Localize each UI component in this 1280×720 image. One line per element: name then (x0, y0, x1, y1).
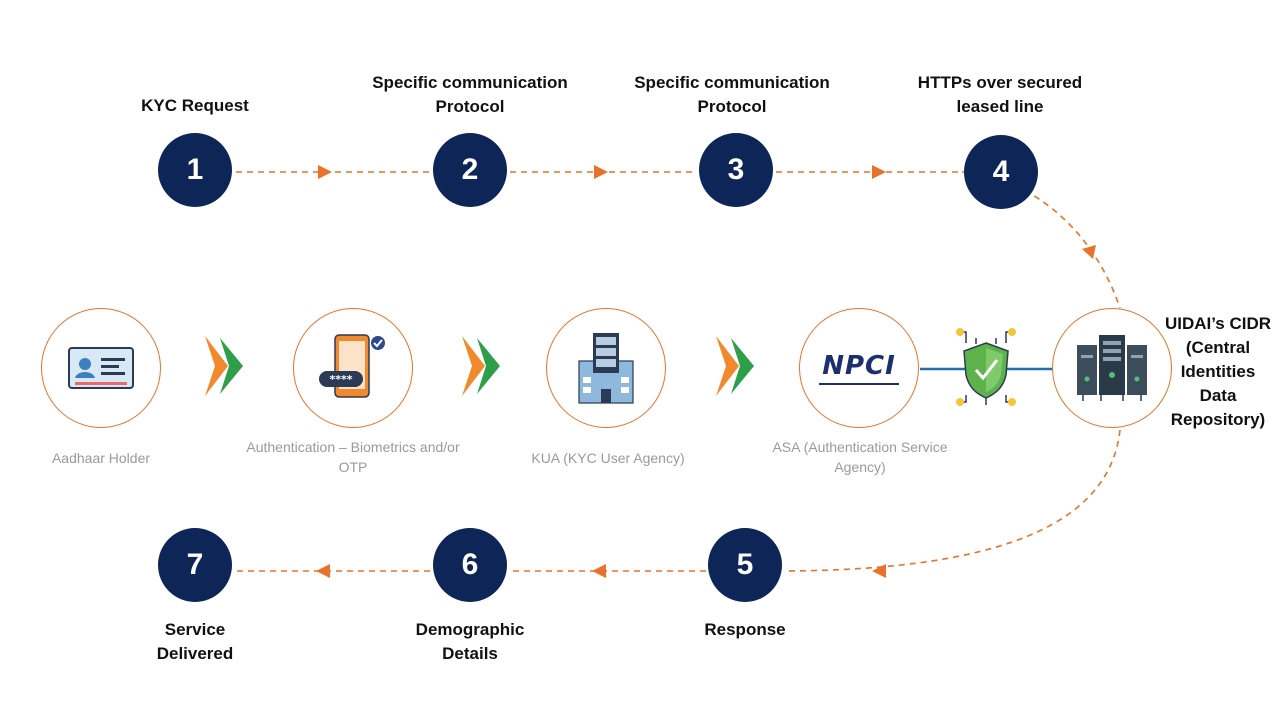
node-aadhaar-holder (41, 308, 161, 428)
chevron-icon-2 (462, 336, 500, 396)
step-5: 5 (708, 528, 782, 602)
npci-logo-text: NPCI (822, 351, 896, 381)
step-3-label: Specific communication Protocol (634, 73, 830, 116)
building-server-icon (578, 333, 634, 404)
server-rack-icon (1077, 335, 1147, 401)
otp-mask-text: **** (329, 373, 352, 386)
mobile-otp-icon: **** (319, 334, 385, 398)
node-kua (546, 308, 666, 428)
arrow-down-4 (1082, 245, 1096, 259)
step-2-label: Specific communication Protocol (372, 73, 568, 116)
network-nodes (956, 328, 1016, 406)
step-4-label: HTTPs over secured leased line (917, 73, 1083, 116)
id-card-icon (68, 347, 134, 389)
node-label-authentication: Authentication – Biometrics and/or OTP (246, 439, 460, 475)
arrow-left-7 (316, 564, 330, 578)
step-6-label: Demographic Details (415, 620, 525, 663)
step-1-label: KYC Request (141, 96, 249, 115)
node-cidr (1052, 308, 1172, 428)
step-7: 7 (158, 528, 232, 602)
npci-logo: NPCI (819, 351, 899, 385)
node-authentication: **** (293, 308, 413, 428)
step-4: 4 (964, 135, 1038, 209)
chevron-icon-3 (716, 336, 754, 396)
node-label-cidr: UIDAI’s CIDR (Central Identities Data Re… (1164, 314, 1272, 429)
arrow-left-6 (592, 564, 606, 578)
step-5-label: Response (704, 620, 786, 639)
node-label-aadhaar-holder: Aadhaar Holder (51, 450, 151, 466)
chevron-icon-1 (205, 336, 243, 396)
step-6: 6 (433, 528, 507, 602)
step-2: 2 (433, 133, 507, 207)
node-asa: NPCI (799, 308, 919, 428)
node-label-asa: ASA (Authentication Service Agency) (772, 439, 948, 475)
connector-cidr-5 (783, 429, 1121, 572)
step-1: 1 (158, 133, 232, 207)
step-3: 3 (699, 133, 773, 207)
arrow-right-1 (318, 165, 332, 179)
arrow-right-3 (872, 165, 886, 179)
node-label-kua: KUA (KYC User Agency) (531, 450, 685, 466)
step-7-label: Service Delivered (156, 620, 234, 663)
arrow-right-2 (594, 165, 608, 179)
arrow-left-5 (872, 564, 886, 578)
